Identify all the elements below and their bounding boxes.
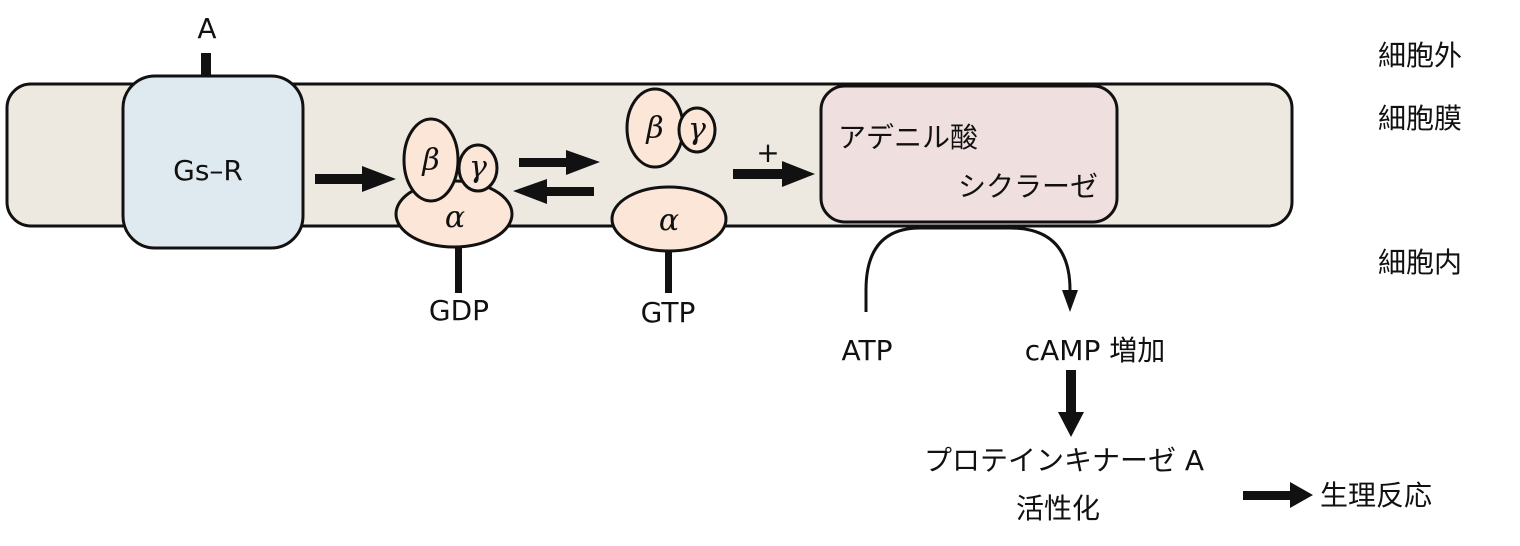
adenylate-cyclase-box (819, 84, 1119, 224)
kinase-label-line2: 活性化 (1016, 492, 1100, 525)
stimulation-sign: + (756, 136, 779, 169)
gprotein-active: β γ α (610, 87, 728, 293)
label-membrane: 細胞膜 (1378, 102, 1462, 135)
kinase-label-line1: プロテインキナーゼ A (924, 444, 1204, 477)
atp-label: ATP (842, 334, 893, 367)
gtp-label: GTP (641, 296, 696, 329)
response-arrow (1243, 482, 1313, 508)
camp-label: cAMP 増加 (1025, 334, 1166, 367)
receptor-box (121, 74, 305, 250)
ligand-label: A (197, 12, 216, 45)
response-label: 生理反応 (1320, 479, 1432, 512)
activation-arrow (315, 166, 396, 192)
gamma-label: γ (469, 150, 487, 185)
gdp-label: GDP (429, 294, 489, 327)
receptor-label: Gs–R (173, 154, 243, 187)
stimulation-arrow (733, 161, 815, 187)
gprotein-inactive: β γ α (394, 117, 514, 293)
beta-label: β (421, 143, 439, 178)
camp-to-pka-arrow (1058, 370, 1084, 437)
gamma-label: γ (688, 112, 706, 147)
beta-label: β (645, 111, 663, 146)
nucleotide-stalk (455, 247, 462, 293)
enzyme-label-line1: アデニル酸 (838, 121, 978, 154)
beta-subunit (402, 117, 460, 203)
nucleotide-stalk (665, 251, 672, 293)
label-extracellular: 細胞外 (1378, 39, 1462, 72)
conversion-arrowhead (1062, 290, 1078, 312)
equilibrium-arrows (513, 150, 600, 204)
gamma-subunit (677, 106, 717, 154)
enzyme-label-line2: シクラーゼ (958, 170, 1098, 203)
alpha-label: α (659, 203, 679, 238)
label-intracellular: 細胞内 (1378, 246, 1462, 279)
alpha-label: α (445, 200, 465, 235)
gamma-subunit (457, 143, 499, 193)
conversion-arrow (864, 226, 1072, 312)
